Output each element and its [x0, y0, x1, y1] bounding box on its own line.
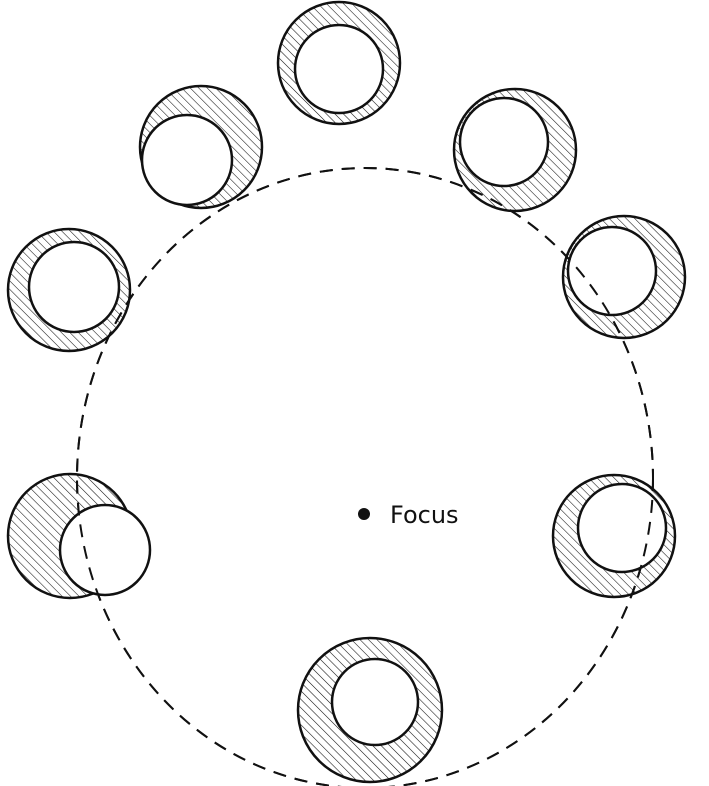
focus-point — [358, 508, 370, 520]
focus-label: Focus — [390, 501, 459, 529]
ring-top — [278, 2, 400, 124]
ring-upper-left — [140, 86, 262, 208]
ring-upper-right — [454, 89, 576, 211]
ring-bottom — [298, 638, 442, 782]
ring-lower-right — [553, 475, 675, 597]
ring-right — [563, 216, 685, 338]
ring-lower-left — [8, 474, 150, 598]
